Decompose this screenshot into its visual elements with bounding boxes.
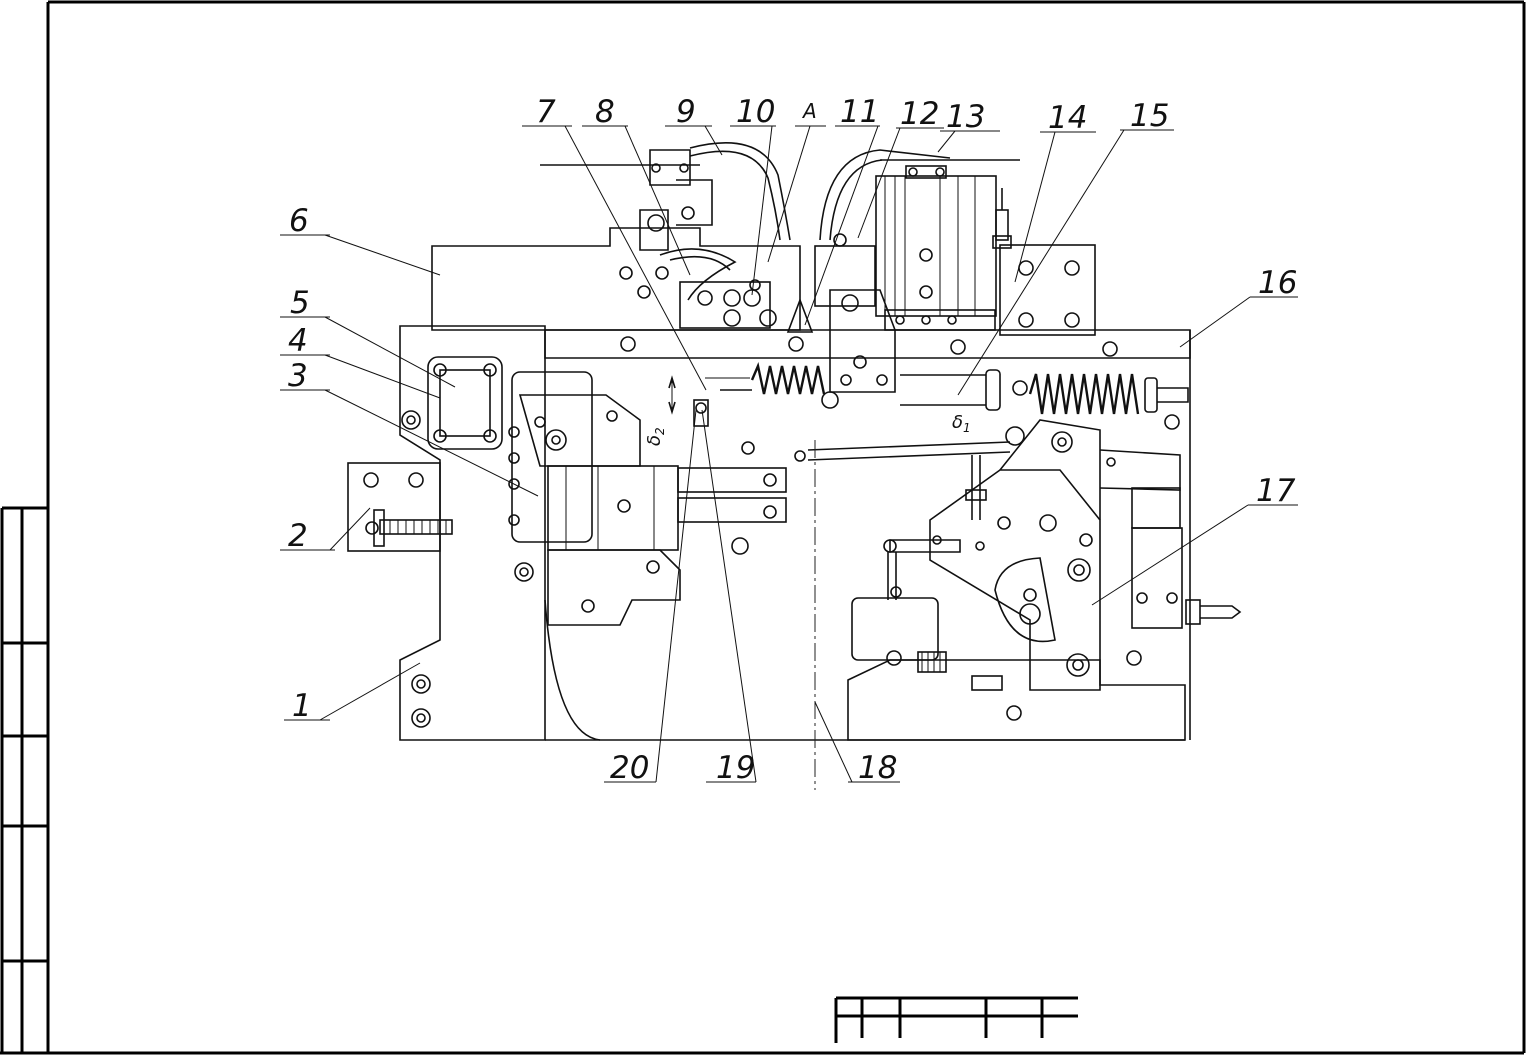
gap-delta1-label: δ1 xyxy=(952,412,971,435)
square-flange xyxy=(427,356,503,450)
callout-12: 12 xyxy=(900,96,939,132)
callout-13: 13 xyxy=(946,99,985,135)
callout-1: 1 xyxy=(292,688,312,724)
callout-A: A xyxy=(801,99,817,123)
svg-text:δ2: δ2 xyxy=(644,427,667,446)
delta2-symbol: δ xyxy=(644,435,665,446)
callout-9: 9 xyxy=(676,94,696,130)
callout-labels: 1 2 3 4 5 6 7 8 9 10 A 11 12 13 14 15 16… xyxy=(288,94,1297,786)
right-support-block xyxy=(992,188,1096,336)
leader-lines xyxy=(280,125,1298,783)
adjusting-bracket xyxy=(347,462,453,552)
delta2-subscript: 2 xyxy=(653,427,667,435)
gap-delta2-marker xyxy=(668,375,750,427)
connecting-rod xyxy=(794,441,1011,462)
drive-mechanism xyxy=(883,419,1242,691)
delta1-subscript: 1 xyxy=(963,421,971,435)
callout-15: 15 xyxy=(1130,98,1169,134)
main-rail xyxy=(544,329,1191,740)
callout-14: 14 xyxy=(1048,100,1087,136)
delta1-symbol: δ xyxy=(952,412,963,433)
flexible-braid xyxy=(540,142,791,241)
callout-16: 16 xyxy=(1258,265,1297,301)
callout-10: 10 xyxy=(736,94,775,130)
callout-7: 7 xyxy=(536,94,556,130)
title-block xyxy=(834,996,1078,1043)
gap-delta2-label: δ2 xyxy=(644,427,667,446)
callout-8: 8 xyxy=(595,94,615,130)
latch-assembly xyxy=(508,371,787,626)
callout-4: 4 xyxy=(288,323,308,359)
callout-6: 6 xyxy=(289,203,309,239)
arc-chamber xyxy=(814,149,1020,331)
spring-right xyxy=(900,369,1189,415)
base-frame xyxy=(399,325,1185,741)
callout-5: 5 xyxy=(290,285,310,321)
upper-housing xyxy=(431,209,801,331)
callout-19: 19 xyxy=(716,750,755,786)
pivot-lever xyxy=(786,289,896,393)
callout-11: 11 xyxy=(840,94,879,130)
callout-2: 2 xyxy=(288,518,308,554)
callout-20: 20 xyxy=(610,750,649,786)
callout-17: 17 xyxy=(1256,473,1296,509)
callout-3: 3 xyxy=(288,358,308,394)
spring-left xyxy=(720,362,839,409)
callout-18: 18 xyxy=(858,750,897,786)
motor-base xyxy=(847,586,1186,741)
left-margin-stamp xyxy=(0,506,48,1053)
svg-text:δ1: δ1 xyxy=(952,412,971,435)
